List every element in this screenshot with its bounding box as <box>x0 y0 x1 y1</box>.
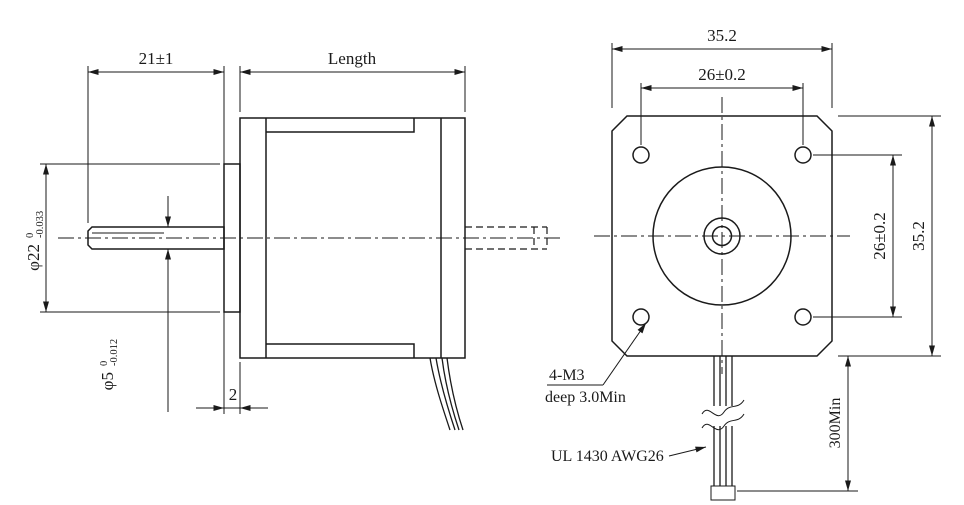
svg-text:0: 0 <box>99 361 110 366</box>
overall-height-dimension-group: 35.2 <box>838 115 941 357</box>
body-length-dimension: Length <box>328 49 377 68</box>
lead-wires-side <box>429 357 464 431</box>
faceplate-outline <box>611 115 833 357</box>
lead-wires-front <box>701 356 745 501</box>
svg-text:φ5: φ5 <box>98 372 117 390</box>
overall-width-dimension-group: 35.2 <box>611 26 833 108</box>
svg-text:-0.033: -0.033 <box>35 211 46 238</box>
overall-height-dimension: 35.2 <box>909 221 928 251</box>
boss-diameter-dimension: φ22 0 -0.033 <box>24 211 46 271</box>
mounting-hole-top-left <box>632 146 650 164</box>
shaft-length-dimension-group: 21±1 <box>87 49 225 414</box>
mounting-holes-callout-group: 4-M3 deep 3.0Min <box>545 322 647 406</box>
rear-shaft-hidden <box>465 226 548 250</box>
wire-spec-label: UL 1430 AWG26 <box>551 448 664 465</box>
boss-protrusion-dimension-group: 2 <box>196 362 268 414</box>
wire-length-dimension-group: 300Min <box>737 356 858 492</box>
hole-spacing-vertical-dimension: 26±0.2 <box>870 212 889 260</box>
body-length-dimension-group: Length <box>239 49 466 112</box>
mounting-holes-depth-label: deep 3.0Min <box>545 389 626 406</box>
overall-width-dimension: 35.2 <box>707 26 737 45</box>
svg-text:0: 0 <box>25 233 36 238</box>
hole-spacing-horizontal-dimension: 26±0.2 <box>698 65 746 84</box>
mounting-hole-bottom-right <box>794 308 812 326</box>
shaft-circle <box>711 225 733 247</box>
hole-spacing-vertical-dimension-group: 26±0.2 <box>813 154 902 318</box>
svg-text:φ22: φ22 <box>24 244 43 271</box>
wire-spec-callout-group: UL 1430 AWG26 <box>551 446 707 465</box>
bearing-boss-circle <box>703 217 741 255</box>
shaft-diameter-dimension: φ5 0 -0.012 <box>98 339 120 390</box>
mounting-hole-bottom-left <box>632 308 650 326</box>
shaft-diameter-dimension-group: φ5 0 -0.012 <box>98 196 171 412</box>
boss-diameter-dimension-group: φ22 0 -0.033 <box>24 163 220 313</box>
wire-length-dimension: 300Min <box>827 398 844 449</box>
pilot-circle <box>652 166 792 306</box>
mounting-hole-top-right <box>794 146 812 164</box>
shaft-length-dimension: 21±1 <box>139 49 174 68</box>
front-view: 35.2 26±0.2 26±0.2 35.2 <box>545 26 941 501</box>
boss-protrusion-dimension: 2 <box>229 385 238 404</box>
wire-end-cap <box>710 485 736 501</box>
wire-break-symbol <box>701 413 745 431</box>
wire-break-symbol <box>701 399 745 417</box>
hole-spacing-horizontal-dimension-group: 26±0.2 <box>640 65 804 145</box>
svg-text:-0.012: -0.012 <box>109 339 120 366</box>
side-view: 21±1 Length φ22 0 -0.033 φ5 0 <box>24 49 564 431</box>
mounting-holes-label: 4-M3 <box>549 367 585 384</box>
